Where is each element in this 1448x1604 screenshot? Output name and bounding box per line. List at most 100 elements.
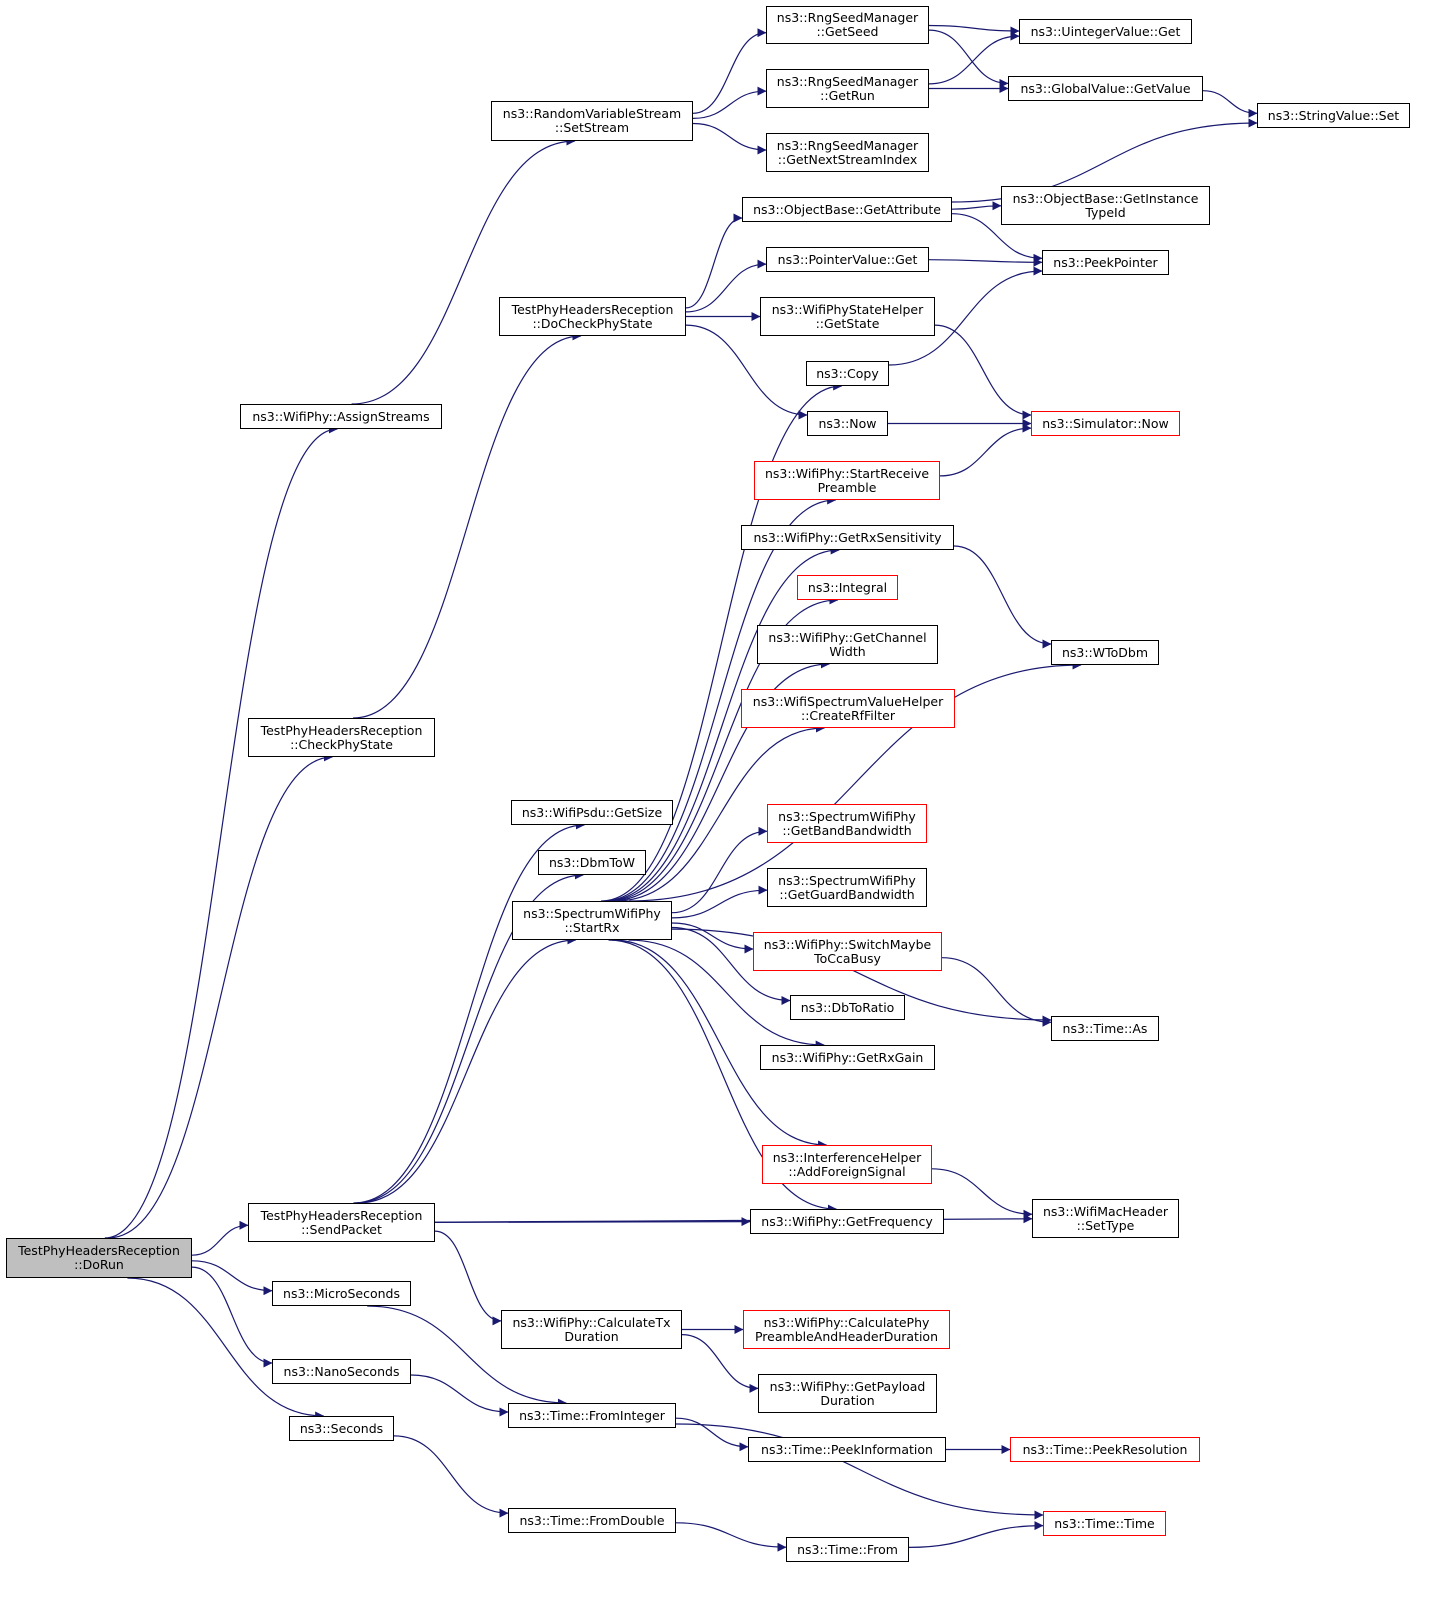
node-label-line: ::GetNextStreamIndex [777, 151, 918, 167]
node-assign-streams[interactable]: ns3::WifiPhy::AssignStreams [240, 404, 442, 429]
node-label-line: ns3::GlobalValue::GetValue [1020, 80, 1191, 96]
node-label-line: ::SendPacket [301, 1221, 382, 1237]
node-label-line: ns3::Simulator::Now [1042, 415, 1169, 431]
edge-startRx-to-getGuardBandwidth [671, 885, 768, 919]
edge-startRx-to-switchMaybe [671, 922, 754, 954]
node-label-line: TestPhyHeadersReception [260, 722, 423, 738]
node-get-rx-sensitivity[interactable]: ns3::WifiPhy::GetRxSensitivity [741, 525, 954, 550]
edge-startReceivePreamble-to-simulatorNow [939, 423, 1032, 477]
node-label-line: ns3::WifiPhy::CalculateTx [512, 1314, 671, 1330]
node-time-from[interactable]: ns3::Time::From [786, 1537, 909, 1562]
edge-startRx-to-dbToRatio [671, 926, 791, 1005]
node-set-stream[interactable]: ns3::RandomVariableStream::SetStream [491, 101, 693, 141]
edge-setStream-to-getRun [692, 86, 767, 119]
node-from-integer[interactable]: ns3::Time::FromInteger [508, 1403, 676, 1428]
node-label-line: ns3::WifiPhyStateHelper [771, 301, 924, 317]
node-w-to-dbm[interactable]: ns3::WToDbm [1051, 640, 1159, 665]
node-integral[interactable]: ns3::Integral [797, 575, 898, 600]
node-do-check-phy-state[interactable]: TestPhyHeadersReception::DoCheckPhyState [499, 297, 686, 336]
edge-startRx-to-getBandBandwidth [671, 826, 768, 914]
node-add-foreign-signal[interactable]: ns3::InterferenceHelper::AddForeignSigna… [762, 1145, 932, 1184]
node-label-line: ns3::WifiPhy::AssignStreams [252, 408, 430, 424]
node-label-line: ns3::StringValue::Set [1267, 107, 1400, 123]
edge-getAttribute-to-getInstanceTypeId [951, 201, 1002, 211]
node-copy[interactable]: ns3::Copy [806, 361, 889, 386]
node-get-frequency[interactable]: ns3::WifiPhy::GetFrequency [750, 1209, 944, 1234]
node-string-value-set[interactable]: ns3::StringValue::Set [1257, 103, 1410, 128]
edge-startRx-to-getChannelWidth [610, 659, 830, 902]
node-label-line: ::CheckPhyState [290, 736, 393, 752]
node-label-line: TestPhyHeadersReception [511, 301, 674, 317]
node-label-line: ::GetGuardBandwidth [779, 886, 915, 902]
edge-sendPacket-to-psduGetSize [353, 820, 585, 1204]
node-label-line: ns3::MicroSeconds [283, 1285, 400, 1301]
node-send-packet[interactable]: TestPhyHeadersReception::SendPacket [248, 1203, 435, 1242]
node-simulator-now[interactable]: ns3::Simulator::Now [1031, 411, 1180, 436]
node-label-line: ::CreateRfFilter [800, 707, 895, 723]
node-get-next-stream-index[interactable]: ns3::RngSeedManager::GetNextStreamIndex [766, 133, 929, 172]
node-label-line: ns3::RngSeedManager [776, 73, 919, 89]
edge-fromInteger-to-timeTime [675, 1423, 1044, 1520]
node-get-attribute[interactable]: ns3::ObjectBase::GetAttribute [742, 197, 952, 222]
node-label-line: ::StartRx [564, 919, 620, 935]
node-start-rx[interactable]: ns3::SpectrumWifiPhy::StartRx [512, 901, 672, 940]
edge-sendPacket-to-calcTxDuration [434, 1230, 502, 1326]
node-nano-seconds[interactable]: ns3::NanoSeconds [272, 1359, 411, 1384]
node-label-line: ns3::WifiMacHeader [1042, 1203, 1169, 1219]
node-create-rf-filter[interactable]: ns3::WifiSpectrumValueHelper::CreateRfFi… [741, 689, 955, 728]
node-get-guard-bandwidth[interactable]: ns3::SpectrumWifiPhy::GetGuardBandwidth [767, 868, 927, 907]
edge-timeFrom-to-timeTime [908, 1521, 1044, 1548]
node-label-line: ::AddForeignSignal [788, 1163, 906, 1179]
node-label-line: ns3::RngSeedManager [776, 137, 919, 153]
edge-startRx-to-createRfFilter [615, 723, 825, 902]
node-uinteger-value-get[interactable]: ns3::UintegerValue::Get [1019, 19, 1192, 44]
node-get-rx-gain[interactable]: ns3::WifiPhy::GetRxGain [760, 1045, 935, 1070]
edge-doCheckPhyState-to-getAttribute [685, 213, 743, 309]
node-time-time[interactable]: ns3::Time::Time [1043, 1511, 1166, 1536]
node-time-as[interactable]: ns3::Time::As [1051, 1016, 1159, 1041]
node-dorun[interactable]: TestPhyHeadersReception::DoRun [6, 1238, 192, 1278]
node-label-line: ::GetRun [820, 87, 875, 103]
node-psdu-get-size[interactable]: ns3::WifiPsdu::GetSize [511, 800, 673, 825]
edge-calcTxDuration-to-getPayloadDuration [681, 1334, 759, 1393]
node-peek-information[interactable]: ns3::Time::PeekInformation [748, 1437, 946, 1462]
node-seconds[interactable]: ns3::Seconds [289, 1416, 394, 1441]
edge-microSeconds-to-fromInteger [367, 1305, 567, 1408]
node-dbm-to-w[interactable]: ns3::DbmToW [538, 850, 646, 875]
node-get-state[interactable]: ns3::WifiPhyStateHelper::GetState [760, 297, 935, 336]
node-label-line: ns3::RandomVariableStream [502, 106, 682, 121]
node-label-line: TypeId [1085, 204, 1126, 220]
node-set-type[interactable]: ns3::WifiMacHeader::SetType [1032, 1199, 1179, 1238]
node-pointer-value-get[interactable]: ns3::PointerValue::Get [766, 247, 929, 272]
node-label-line: ns3::Integral [807, 579, 888, 595]
node-global-value-get-value[interactable]: ns3::GlobalValue::GetValue [1008, 76, 1203, 101]
node-peek-resolution[interactable]: ns3::Time::PeekResolution [1010, 1437, 1200, 1462]
node-get-seed[interactable]: ns3::RngSeedManager::GetSeed [766, 6, 929, 44]
node-check-phy-state[interactable]: TestPhyHeadersReception::CheckPhyState [248, 718, 435, 757]
node-micro-seconds[interactable]: ns3::MicroSeconds [272, 1281, 411, 1306]
node-now[interactable]: ns3::Now [807, 411, 888, 436]
node-get-band-bandwidth[interactable]: ns3::SpectrumWifiPhy::GetBandBandwidth [767, 804, 927, 843]
node-from-double[interactable]: ns3::Time::FromDouble [508, 1508, 676, 1533]
node-db-to-ratio[interactable]: ns3::DbToRatio [790, 995, 905, 1020]
edge-doCheckPhyState-to-pointerValueGet [685, 259, 767, 313]
node-peek-pointer[interactable]: ns3::PeekPointer [1042, 250, 1169, 275]
edge-dorun-to-seconds [127, 1277, 325, 1421]
edge-startRx-to-addForeignSignal [612, 939, 828, 1150]
node-label-line: PreambleAndHeaderDuration [754, 1328, 939, 1344]
edge-doCheckPhyState-to-now [685, 324, 808, 420]
edge-startRx-to-wToDbm [629, 660, 1082, 902]
edge-sendPacket-to-startRx [357, 935, 577, 1204]
node-label-line: ns3::PointerValue::Get [777, 251, 918, 267]
node-get-run[interactable]: ns3::RngSeedManager::GetRun [766, 69, 929, 108]
node-label-line: ns3::SpectrumWifiPhy [523, 905, 661, 921]
node-label-line: ns3::RngSeedManager [776, 10, 919, 25]
node-label-line: ns3::WifiPhy::CalculatePhy [763, 1314, 930, 1330]
